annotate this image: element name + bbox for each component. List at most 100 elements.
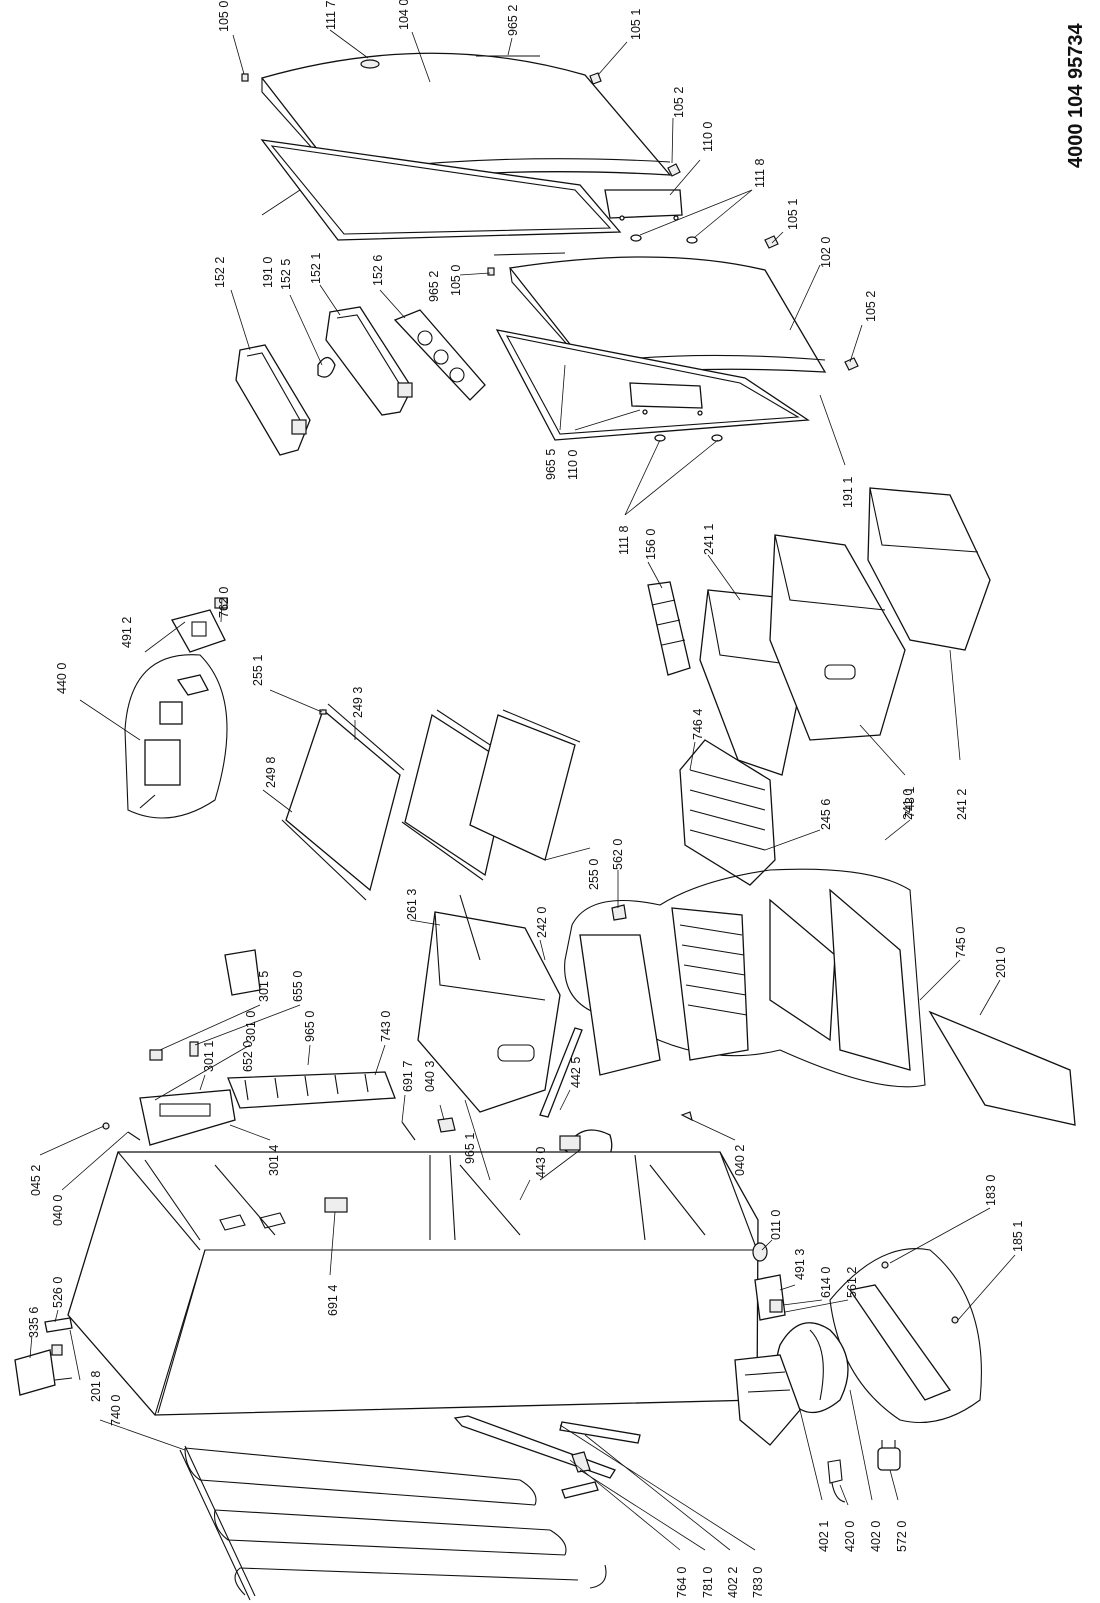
label-491-2: 491 2 xyxy=(120,617,134,648)
label-249-8: 249 8 xyxy=(264,757,278,788)
label-491-3: 491 3 xyxy=(793,1249,807,1280)
document-code: 4000 104 95734 xyxy=(1065,23,1087,168)
freezer-drawer-241-2 xyxy=(867,487,991,651)
label-183-0: 183 0 xyxy=(984,1175,998,1206)
leader-lines xyxy=(29,29,1016,1551)
label-241-1: 241 1 xyxy=(702,524,716,555)
label-105-2-a: 105 2 xyxy=(672,87,686,118)
label-746-4: 746 4 xyxy=(691,709,705,740)
door-balcony-152-2 xyxy=(235,344,311,456)
label-249-3: 249 3 xyxy=(351,687,365,718)
evaporator-group xyxy=(564,868,926,1088)
label-301-0: 301 0 xyxy=(244,1011,258,1042)
label-301-5: 301 5 xyxy=(257,971,271,1002)
label-201-0: 201 0 xyxy=(994,947,1008,978)
freezer-drawer-241-0 xyxy=(769,534,906,741)
small-screws-top xyxy=(241,55,602,85)
egg-holder-152-5 xyxy=(317,356,336,378)
label-110-0-a: 110 0 xyxy=(701,122,715,152)
screws-left xyxy=(102,1111,693,1141)
label-743-1: 743 1 xyxy=(903,787,917,818)
label-965-1: 965 1 xyxy=(463,1133,477,1164)
label-105-1-a: 105 1 xyxy=(629,9,643,40)
fan-cover-743-0 xyxy=(227,1071,396,1109)
label-965-5: 965 5 xyxy=(544,449,558,480)
label-011-0: 011 0 xyxy=(769,1210,783,1240)
condenser xyxy=(179,1445,607,1601)
upper-door-gasket xyxy=(260,139,622,241)
label-402-2: 402 2 xyxy=(726,1567,740,1598)
label-040-0: 040 0 xyxy=(51,1195,65,1226)
label-105-0-a: 105 0 xyxy=(217,1,231,32)
label-045-2: 045 2 xyxy=(29,1165,43,1196)
crisper-drawer-242-0 xyxy=(417,894,561,1113)
middle-glass-shelf xyxy=(401,709,581,881)
label-762-0: 762 0 xyxy=(217,587,231,618)
label-245-6: 245 6 xyxy=(819,799,833,830)
display-board-652-0 xyxy=(224,949,261,996)
label-102-0: 102 0 xyxy=(819,237,833,268)
pipes xyxy=(453,1415,641,1499)
feet-and-relay xyxy=(752,1242,786,1321)
label-965-0: 965 0 xyxy=(303,1011,317,1042)
cabinet xyxy=(67,1151,759,1416)
label-111-7: 111 7 xyxy=(324,1,338,30)
label-241-0: 241 0 xyxy=(901,789,915,820)
label-111-8-a: 111 8 xyxy=(753,159,767,188)
label-241-2: 241 2 xyxy=(955,789,969,820)
label-301-4: 301 4 xyxy=(267,1145,281,1176)
label-255-0: 255 0 xyxy=(587,859,601,890)
wiring-526-0 xyxy=(44,1317,73,1333)
upper-hinge-bracket xyxy=(604,163,698,244)
label-152-5: 152 5 xyxy=(279,259,293,290)
capacitor-572-0 xyxy=(877,1440,901,1471)
upper-glass-shelf xyxy=(281,703,405,901)
label-335-6: 335 6 xyxy=(27,1307,41,1338)
lower-hinge-bracket xyxy=(487,235,859,442)
label-261-3: 261 3 xyxy=(405,889,419,920)
part-labels: 105 0 111 7 104 0 965 2 105 1 105 2 110 … xyxy=(27,0,1025,1598)
freezer-grid-shelf-245-6 xyxy=(679,739,776,886)
label-745-0: 745 0 xyxy=(954,927,968,958)
label-740-0: 740 0 xyxy=(109,1395,123,1426)
label-201-8: 201 8 xyxy=(89,1371,103,1402)
label-110-0-b: 110 0 xyxy=(566,450,580,480)
label-691-7: 691 7 xyxy=(401,1061,415,1092)
label-443-0: 443 0 xyxy=(534,1147,548,1178)
label-561-2: 561 2 xyxy=(845,1267,859,1298)
label-743-0: 743 0 xyxy=(379,1011,393,1042)
compressor-mount-183-0 xyxy=(829,1248,982,1423)
label-652-0: 652 0 xyxy=(241,1041,255,1072)
label-040-3: 040 3 xyxy=(423,1061,437,1092)
label-301-1: 301 1 xyxy=(202,1041,216,1072)
label-105-2-b: 105 2 xyxy=(864,291,878,322)
label-440-0: 440 0 xyxy=(55,663,69,694)
label-614-0: 614 0 xyxy=(819,1267,833,1298)
relay-402-1-420-0 xyxy=(827,1459,846,1503)
door-balcony-152-1 xyxy=(325,306,413,416)
label-104-0: 104 0 xyxy=(397,0,411,30)
ice-tray-156-0 xyxy=(647,581,691,676)
label-255-1: 255 1 xyxy=(251,655,265,686)
label-691-4: 691 4 xyxy=(326,1285,340,1316)
thermostat-335-6 xyxy=(14,1344,73,1396)
label-040-2: 040 2 xyxy=(733,1145,747,1176)
rear-panel-201-0 xyxy=(928,1010,1076,1126)
label-420-0: 420 0 xyxy=(843,1521,857,1552)
bottle-holder-152-6 xyxy=(393,309,486,401)
label-156-0: 156 0 xyxy=(644,529,658,560)
label-152-2: 152 2 xyxy=(213,257,227,288)
label-965-2-b: 965 2 xyxy=(427,271,441,302)
label-655-0: 655 0 xyxy=(291,971,305,1002)
label-152-6: 152 6 xyxy=(371,255,385,286)
label-402-1: 402 1 xyxy=(817,1521,831,1552)
label-191-1: 191 1 xyxy=(841,477,855,508)
label-402-0: 402 0 xyxy=(869,1521,883,1552)
label-185-1: 185 1 xyxy=(1011,1221,1025,1252)
label-442-5: 442 5 xyxy=(569,1057,583,1088)
control-box-group-440-0 xyxy=(124,654,228,819)
label-562-0: 562 0 xyxy=(611,839,625,870)
label-781-0: 781 0 xyxy=(701,1567,715,1598)
label-965-2-a: 965 2 xyxy=(506,5,520,36)
fan-bracket xyxy=(734,1354,801,1446)
